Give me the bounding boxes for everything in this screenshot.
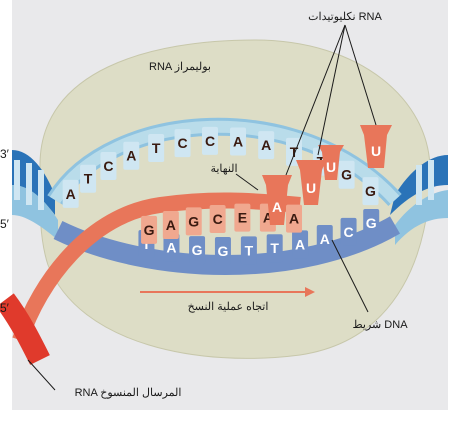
nucleotide-u2	[318, 145, 344, 180]
base-letter: A	[261, 137, 271, 153]
base-letter: C	[177, 135, 187, 151]
nucleotide-u1-label: U	[306, 180, 316, 196]
base-peg	[162, 211, 179, 240]
base-peg	[266, 234, 283, 263]
base-letter: A	[233, 134, 243, 150]
base-peg	[62, 179, 79, 208]
base-peg	[230, 127, 247, 156]
mrna-tail	[0, 293, 50, 365]
base-peg	[80, 164, 97, 193]
base-peg	[258, 131, 275, 160]
base-peg	[292, 230, 309, 259]
base-peg	[340, 217, 357, 246]
base-peg	[123, 141, 140, 170]
base-peg	[189, 236, 206, 265]
base-letter: A	[263, 210, 273, 226]
base-letter: T	[84, 171, 93, 187]
end-3-prime-top: 3′	[0, 147, 10, 161]
base-peg	[363, 209, 380, 238]
dna-helix-right	[390, 155, 448, 245]
dna-helix-left	[12, 150, 58, 240]
base-peg	[202, 126, 218, 155]
label-dna-strand: شريط DNA	[352, 319, 408, 331]
base-letter: G	[192, 242, 203, 258]
base-peg	[316, 224, 333, 253]
rna-strand	[12, 192, 301, 343]
base-letter: A	[166, 240, 176, 256]
base-peg	[214, 236, 231, 265]
label-rna-nucleotides: نكليوتيدات RNA	[308, 11, 382, 23]
base-letter: A	[66, 186, 76, 202]
nucleotide-a	[262, 175, 292, 225]
base-peg	[234, 203, 251, 232]
base-letter: C	[343, 224, 353, 240]
nucleotide-u3-label: U	[371, 143, 381, 159]
base-letter: E	[238, 210, 247, 226]
base-peg	[174, 129, 191, 158]
base-letter: T	[142, 236, 151, 252]
upper-strand-bases: ATCATCCAATTGG	[62, 126, 379, 208]
label-rna-polymerase: RNA بوليمراز	[149, 61, 211, 73]
base-letter: A	[289, 211, 299, 227]
base-letter: A	[126, 148, 136, 164]
label-mrna: RNA المرسال المنسوخ	[75, 387, 182, 399]
base-letter: A	[295, 236, 305, 252]
base-letter: G	[341, 167, 352, 183]
base-peg	[362, 177, 379, 206]
base-letter: G	[144, 222, 155, 238]
base-letter: C	[213, 211, 223, 227]
end-5-prime-bottom: 5′	[0, 301, 10, 315]
base-peg	[163, 233, 180, 262]
label-end: النهاية	[210, 163, 237, 175]
base-letter: T	[270, 240, 279, 256]
label-transcription-direction: اتجاه عملية النسخ	[188, 301, 269, 313]
pointer-lines	[27, 24, 377, 391]
base-letter: C	[103, 158, 113, 174]
base-letter: T	[152, 140, 161, 156]
base-letter: T	[245, 242, 254, 258]
nucleotide-u1	[296, 160, 326, 205]
nucleotide-u3	[360, 125, 392, 168]
base-letter: G	[217, 243, 228, 259]
nucleotide-u2-label: U	[326, 159, 336, 175]
end-5-prime-middle: 5′	[0, 217, 10, 231]
base-letter: G	[188, 213, 199, 229]
base-letter: T	[290, 144, 299, 160]
nucleotide-a-label: A	[272, 199, 282, 215]
base-peg	[185, 207, 202, 236]
base-peg	[286, 204, 303, 233]
base-peg	[141, 215, 158, 244]
base-letter: A	[166, 217, 176, 233]
free-nucleotides: A U U U	[262, 125, 392, 225]
base-peg	[148, 134, 165, 163]
base-peg	[100, 151, 117, 180]
base-letter: G	[365, 183, 376, 199]
base-letter: A	[320, 231, 330, 247]
base-peg	[338, 160, 355, 189]
base-peg	[240, 236, 257, 265]
base-letter: C	[205, 133, 215, 149]
base-peg	[209, 204, 226, 233]
direction-arrow	[140, 287, 315, 297]
base-letter: G	[366, 215, 377, 231]
